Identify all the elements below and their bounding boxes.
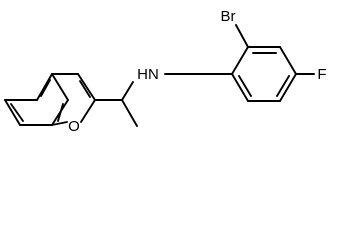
bond-c1-c2 [231, 46, 249, 75]
bond-o1-c7a [51, 121, 68, 126]
phenyl-double-inner-3 [238, 75, 252, 97]
furan-oxygen-label: O [68, 118, 80, 135]
ethyl-bridge: HN [94, 66, 159, 127]
bond-c6-c1 [231, 73, 249, 102]
bond-c4-c3a [51, 73, 69, 101]
benzofuran-group: O [4, 73, 96, 135]
double-bond-inner-3 [40, 79, 51, 97]
bond-c7-c6 [4, 99, 21, 126]
double-bond-inner-1 [10, 103, 24, 122]
double-bond-inner-2 [57, 103, 64, 122]
fluorine-label: F [317, 66, 326, 83]
bond-c3-c4 [279, 46, 297, 75]
bond-ch-methyl [121, 99, 138, 127]
amine-label: HN [137, 66, 159, 83]
bromofluorophenyl-group: Br F [164, 8, 327, 102]
bond-c3-c2 [77, 73, 96, 101]
bromine-label: Br [221, 8, 236, 25]
bond-c2-br [235, 24, 249, 48]
bond-ch-nh [121, 81, 134, 101]
phenyl-double-inner-2 [276, 75, 290, 97]
double-bond-c3-c2-inner [79, 80, 91, 98]
chemical-structure: O HN Br F [4, 8, 327, 135]
bond-c4-c5 [279, 73, 297, 102]
bond-c3a-c7a [36, 73, 53, 101]
bond-c2-o1 [80, 99, 96, 123]
